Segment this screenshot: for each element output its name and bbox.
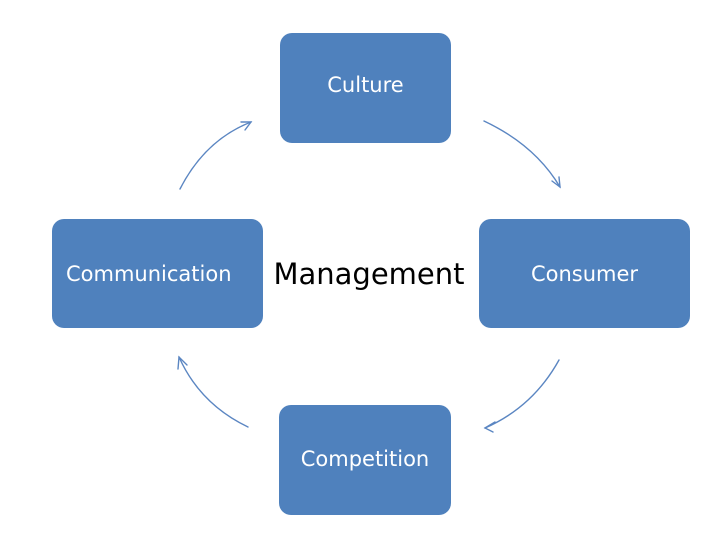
node-competition: Competition bbox=[279, 405, 451, 515]
node-competition-label: Competition bbox=[300, 447, 430, 471]
node-consumer: Consumer bbox=[479, 219, 690, 328]
arrowhead-communication-to-culture bbox=[240, 121, 253, 131]
node-culture: Culture bbox=[280, 33, 451, 143]
node-consumer-label: Consumer bbox=[530, 261, 639, 286]
arrowhead-consumer-to-competition bbox=[483, 421, 496, 433]
node-communication: Communication bbox=[52, 219, 263, 328]
center-label: Management bbox=[262, 250, 476, 298]
node-culture-label: Culture bbox=[327, 73, 404, 97]
center-label-text: Management bbox=[273, 257, 465, 291]
arrowhead-culture-to-consumer bbox=[551, 176, 561, 189]
node-communication-label: Communication bbox=[66, 261, 232, 286]
arrowhead-competition-to-communication bbox=[177, 355, 188, 370]
arrow-consumer-to-competition bbox=[484, 359, 560, 429]
arrow-communication-to-culture bbox=[179, 121, 252, 190]
arrow-culture-to-consumer bbox=[483, 120, 561, 188]
arrow-competition-to-communication bbox=[178, 356, 249, 428]
